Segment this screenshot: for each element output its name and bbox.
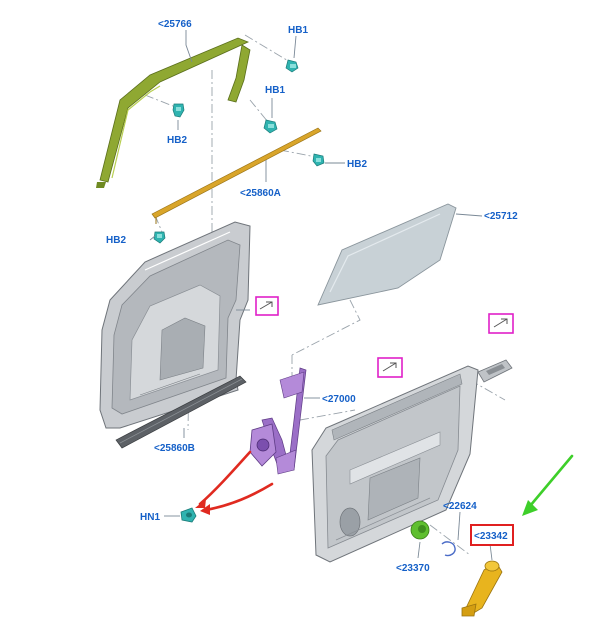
window-crank-handle-23342[interactable] (461, 560, 503, 617)
clip-22624[interactable] (441, 541, 456, 557)
label-23342[interactable]: <23342 (474, 531, 508, 542)
label-hb2-lower[interactable]: HB2 (106, 235, 126, 246)
external-link-icon[interactable] (255, 296, 279, 316)
label-hb2-left[interactable]: HB2 (167, 135, 187, 146)
grommet-hn1[interactable] (180, 507, 197, 523)
label-hn1[interactable]: HN1 (140, 512, 160, 523)
external-link-icon[interactable] (488, 313, 514, 334)
label-25712[interactable]: <25712 (484, 211, 518, 222)
window-frame-weatherstrip[interactable] (96, 37, 251, 188)
green-pointer-arrow (522, 454, 574, 516)
label-22624[interactable]: <22624 (443, 501, 477, 512)
window-regulator-27000[interactable] (249, 367, 307, 475)
clip-hb2-left[interactable] (172, 103, 185, 118)
clip-hb2-right[interactable] (312, 153, 325, 167)
external-link-icon[interactable] (377, 357, 403, 378)
door-trim-panel[interactable] (311, 365, 479, 563)
red-pointer-arrows (198, 450, 274, 512)
label-25860a[interactable]: <25860A (240, 188, 281, 199)
label-27000[interactable]: <27000 (322, 394, 356, 405)
window-glass-25712[interactable] (317, 203, 457, 306)
highlight-box-23342 (470, 524, 514, 546)
label-hb1-mid[interactable]: HB1 (265, 85, 285, 96)
label-23370[interactable]: <23370 (396, 563, 430, 574)
leader-lines (149, 30, 493, 561)
belt-molding-25860a[interactable] (151, 127, 322, 224)
label-25860b[interactable]: <25860B (154, 443, 195, 454)
switch-bezel[interactable] (477, 359, 513, 383)
label-hb2-right[interactable]: HB2 (347, 159, 367, 170)
label-hb1-top[interactable]: HB1 (288, 25, 308, 36)
door-inner-panel[interactable] (99, 221, 251, 429)
clip-hb2-lower[interactable] (153, 231, 166, 244)
lower-weatherstrip-25860b[interactable] (115, 375, 247, 449)
clip-hb1-top[interactable] (285, 59, 299, 73)
label-25766[interactable]: <25766 (158, 19, 192, 30)
part-labels: <25766 HB1 HB1 HB2 HB2 <25860A HB2 <2571… (106, 19, 518, 574)
grommet-23370[interactable] (410, 520, 430, 540)
clip-hb1-mid[interactable] (263, 119, 278, 134)
